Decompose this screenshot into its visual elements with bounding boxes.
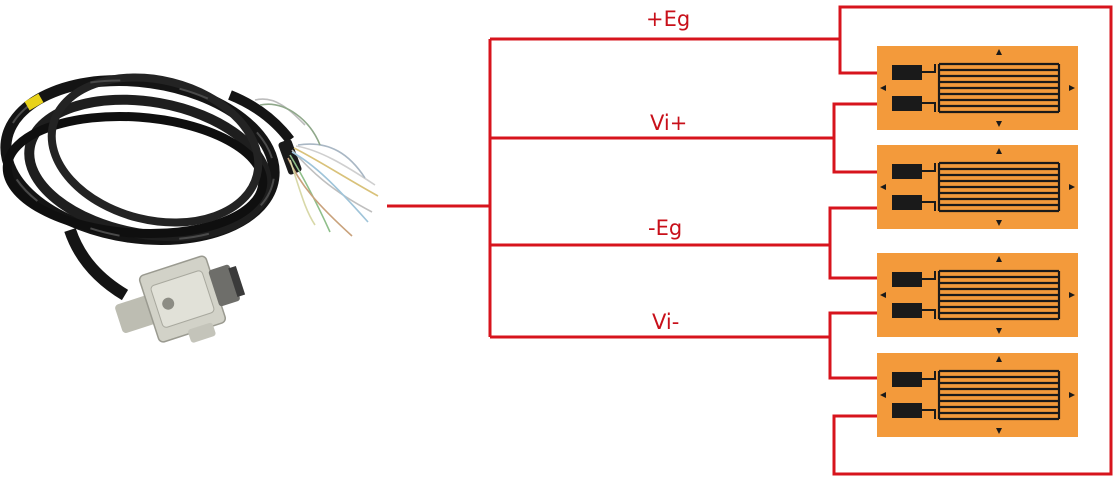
label-pos-excitation: +Eg (646, 7, 691, 31)
cable-icon (0, 73, 379, 343)
wire-neg-excitation (490, 206, 893, 247)
strain-gauge-4 (877, 353, 1078, 437)
wire-pos-signal (490, 102, 893, 140)
strain-gauges (877, 46, 1078, 437)
wire-neg-signal (490, 311, 893, 339)
wiring (387, 5, 1113, 476)
wire-pos-excitation (490, 37, 893, 75)
wire-pos-excitation-loop (832, 5, 1113, 476)
wire-gauge2-gauge3 (828, 245, 893, 280)
wire-gauge3-gauge4 (828, 337, 893, 380)
label-neg-signal: Vi- (652, 310, 680, 334)
strain-gauge-2 (877, 145, 1078, 229)
label-pos-signal: Vi+ (650, 111, 688, 135)
strain-gauge-3 (877, 253, 1078, 337)
strain-gauge-1 (877, 46, 1078, 130)
label-neg-excitation: -Eg (648, 216, 683, 240)
wire-gauge1-gauge2 (832, 138, 893, 174)
